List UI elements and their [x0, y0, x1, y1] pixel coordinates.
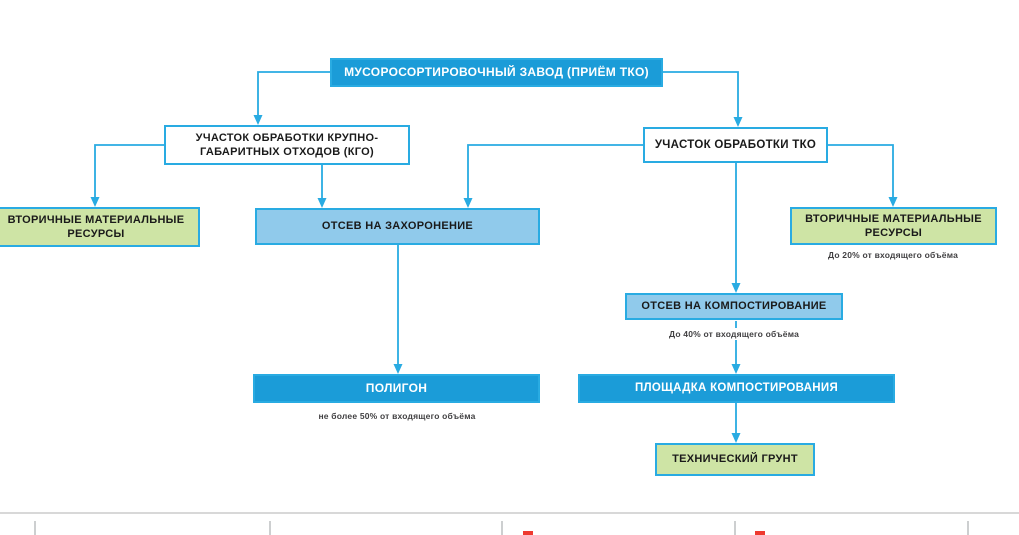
node-label-line1: ВТОРИЧНЫЕ МАТЕРИАЛЬНЫЕ — [7, 213, 185, 226]
node-label: ПЛОЩАДКА КОМПОСТИРОВАНИЯ — [634, 382, 839, 395]
node-label: МУСОРОСОРТИРОВОЧНЫЙ ЗАВОД (ПРИЁМ ТКО) — [344, 64, 649, 79]
node-label-line1: ВТОРИЧНЫЕ МАТЕРИАЛЬНЫЕ — [805, 212, 982, 225]
node-label-line2: РЕСУРСЫ — [864, 227, 923, 239]
node-composting-site: ПЛОЩАДКА КОМПОСТИРОВАНИЯ — [578, 374, 895, 403]
caption-40-percent: До 40% от входящего объёма — [624, 328, 844, 340]
page-divider-line — [0, 512, 1019, 514]
table-column-divider — [501, 521, 503, 535]
caption-20-percent: До 20% от входящего объёма — [783, 249, 1003, 261]
node-sorting-plant: МУСОРОСОРТИРОВОЧНЫЙ ЗАВОД (ПРИЁМ ТКО) — [330, 58, 663, 87]
table-column-divider — [734, 521, 736, 535]
node-landfill: ПОЛИГОН — [253, 374, 540, 403]
node-bulky-waste-section: УЧАСТОК ОБРАБОТКИ КРУПНО- ГАБАРИТНЫХ ОТХ… — [164, 125, 410, 165]
table-column-divider — [967, 521, 969, 535]
node-label: ОТСЕВ НА ЗАХОРОНЕНИЕ — [321, 220, 474, 233]
node-label-line2: РЕСУРСЫ — [67, 228, 125, 240]
node-label: ТЕХНИЧЕСКИЙ ГРУНТ — [672, 453, 798, 466]
node-label: УЧАСТОК ОБРАБОТКИ ТКО — [654, 138, 817, 151]
node-screening-landfill: ОТСЕВ НА ЗАХОРОНЕНИЕ — [255, 208, 540, 245]
node-screening-composting: ОТСЕВ НА КОМПОСТИРОВАНИЕ — [625, 293, 843, 320]
node-technical-soil: ТЕХНИЧЕСКИЙ ГРУНТ — [655, 443, 815, 476]
node-label-line1: УЧАСТОК ОБРАБОТКИ КРУПНО- — [195, 131, 379, 144]
node-secondary-resources-left: ВТОРИЧНЫЕ МАТЕРИАЛЬНЫЕ РЕСУРСЫ — [0, 207, 200, 247]
node-secondary-resources-right: ВТОРИЧНЫЕ МАТЕРИАЛЬНЫЕ РЕСУРСЫ — [790, 207, 997, 245]
red-text-fragment — [755, 531, 765, 535]
node-label: ОТСЕВ НА КОМПОСТИРОВАНИЕ — [641, 300, 827, 313]
red-text-fragment — [523, 531, 533, 535]
node-label-line2: ГАБАРИТНЫХ ОТХОДОВ (КГО) — [199, 146, 374, 158]
caption-50-percent: не более 50% от входящего объёма — [287, 410, 507, 422]
table-column-divider — [269, 521, 271, 535]
node-label: ПОЛИГОН — [365, 380, 428, 395]
node-tko-section: УЧАСТОК ОБРАБОТКИ ТКО — [643, 127, 828, 163]
table-column-divider — [34, 521, 36, 535]
